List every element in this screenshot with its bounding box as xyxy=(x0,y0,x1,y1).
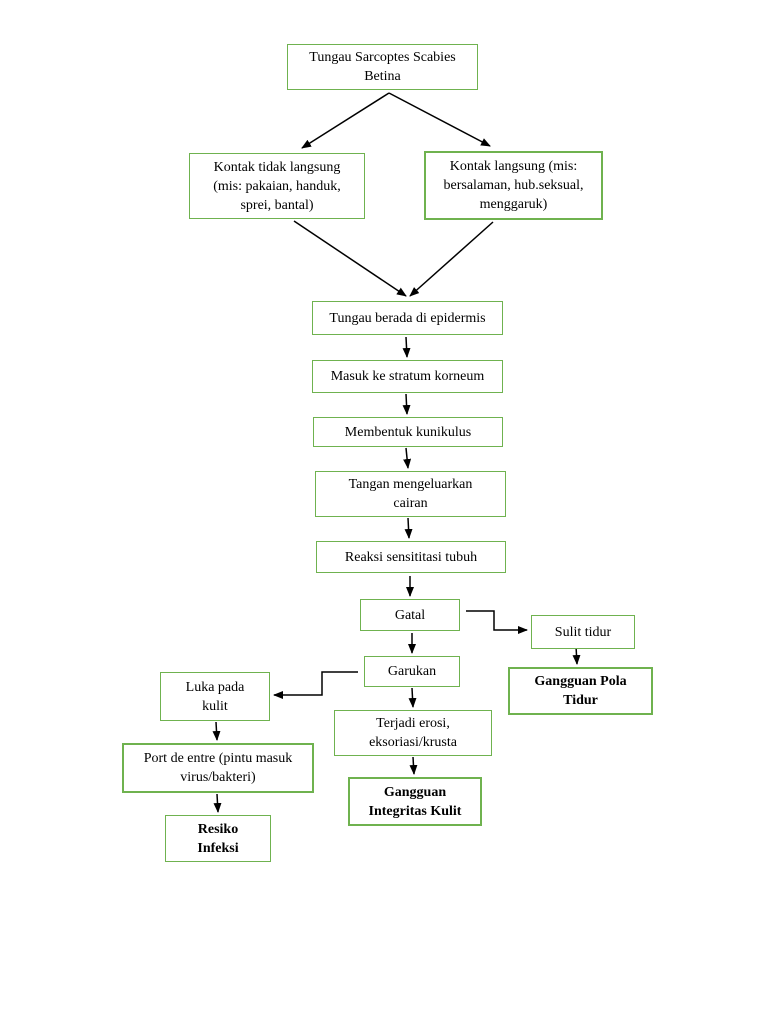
arrow-epidermis-to-stratum xyxy=(402,336,411,358)
node-garukan: Garukan xyxy=(364,656,460,687)
node-kontak-langsung-label: Kontak langsung (mis: bersalaman, hub.se… xyxy=(443,159,584,212)
node-port-de-entre-label: Port de entre (pintu masuk virus/bakteri… xyxy=(143,751,293,785)
node-sulit-tidur: Sulit tidur xyxy=(531,615,635,649)
node-kunikulus: Membentuk kunikulus xyxy=(313,417,503,447)
node-port-de-entre: Port de entre (pintu masuk virus/bakteri… xyxy=(122,743,314,793)
node-sulit-tidur-label: Sulit tidur xyxy=(554,624,612,640)
node-epidermis: Tungau berada di epidermis xyxy=(312,301,503,335)
arrow-sulit-tidur-to-gangguan-pola xyxy=(572,645,581,665)
arrow-indirect-to-epidermis xyxy=(293,220,407,297)
node-luka-pada-kulit: Luka pada kulit xyxy=(160,672,270,721)
node-epidermis-label: Tungau berada di epidermis xyxy=(329,310,486,326)
node-kontak-langsung: Kontak langsung (mis: bersalaman, hub.se… xyxy=(424,151,603,220)
node-gatal-label: Gatal xyxy=(394,607,426,623)
node-gangguan-pola-tidur: Gangguan Pola Tidur xyxy=(508,667,653,715)
node-stratum-korneum: Masuk ke stratum korneum xyxy=(312,360,503,393)
node-stratum-korneum-label: Masuk ke stratum korneum xyxy=(330,369,485,384)
node-erosi-label: Terjadi erosi, eksoriasi/krusta xyxy=(369,716,457,750)
arrow-stratum-to-kunikulus xyxy=(402,393,411,415)
arrow-top-to-direct xyxy=(388,92,491,147)
node-reaksi-sensititasi-label: Reaksi sensititasi tubuh xyxy=(344,549,478,565)
arrow-top-to-indirect xyxy=(301,92,390,149)
node-kontak-tidak-langsung-label: Kontak tidak langsung (mis: pakaian, han… xyxy=(213,159,341,213)
arrow-erosi-to-gangguan-integritas xyxy=(409,756,418,775)
arrow-gatal-to-sulit-tidur xyxy=(466,610,528,634)
node-erosi: Terjadi erosi, eksoriasi/krusta xyxy=(334,710,492,756)
node-tungau-sarcoptes: Tungau Sarcoptes Scabies Betina xyxy=(287,44,478,90)
node-gangguan-integritas-kulit-label: Gangguan Integritas Kulit xyxy=(368,784,462,819)
node-tangan-cairan-label: Tangan mengeluarkan cairan xyxy=(348,477,473,511)
node-gangguan-pola-tidur-label: Gangguan Pola Tidur xyxy=(534,674,627,708)
node-kontak-tidak-langsung: Kontak tidak langsung (mis: pakaian, han… xyxy=(189,153,365,219)
node-resiko-infeksi: Resiko Infeksi xyxy=(165,815,271,862)
arrow-luka-to-port xyxy=(212,721,221,741)
arrow-port-to-resiko xyxy=(213,793,222,813)
node-tangan-cairan: Tangan mengeluarkan cairan xyxy=(315,471,506,517)
node-kunikulus-label: Membentuk kunikulus xyxy=(344,424,472,440)
node-garukan-label: Garukan xyxy=(387,664,437,679)
arrow-direct-to-epidermis xyxy=(409,221,494,297)
arrow-kunikulus-to-tangan xyxy=(403,447,412,469)
arrow-garukan-to-erosi xyxy=(408,687,417,708)
arrow-tangan-to-reaksi xyxy=(404,517,413,539)
node-gatal: Gatal xyxy=(360,599,460,631)
node-luka-pada-kulit-label: Luka pada kulit xyxy=(185,679,245,714)
node-resiko-infeksi-label: Resiko Infeksi xyxy=(197,821,239,856)
node-tungau-sarcoptes-label: Tungau Sarcoptes Scabies Betina xyxy=(309,50,456,84)
arrow-garukan-to-luka xyxy=(273,671,358,699)
node-gangguan-integritas-kulit: Gangguan Integritas Kulit xyxy=(348,777,482,826)
node-reaksi-sensititasi: Reaksi sensititasi tubuh xyxy=(316,541,506,573)
